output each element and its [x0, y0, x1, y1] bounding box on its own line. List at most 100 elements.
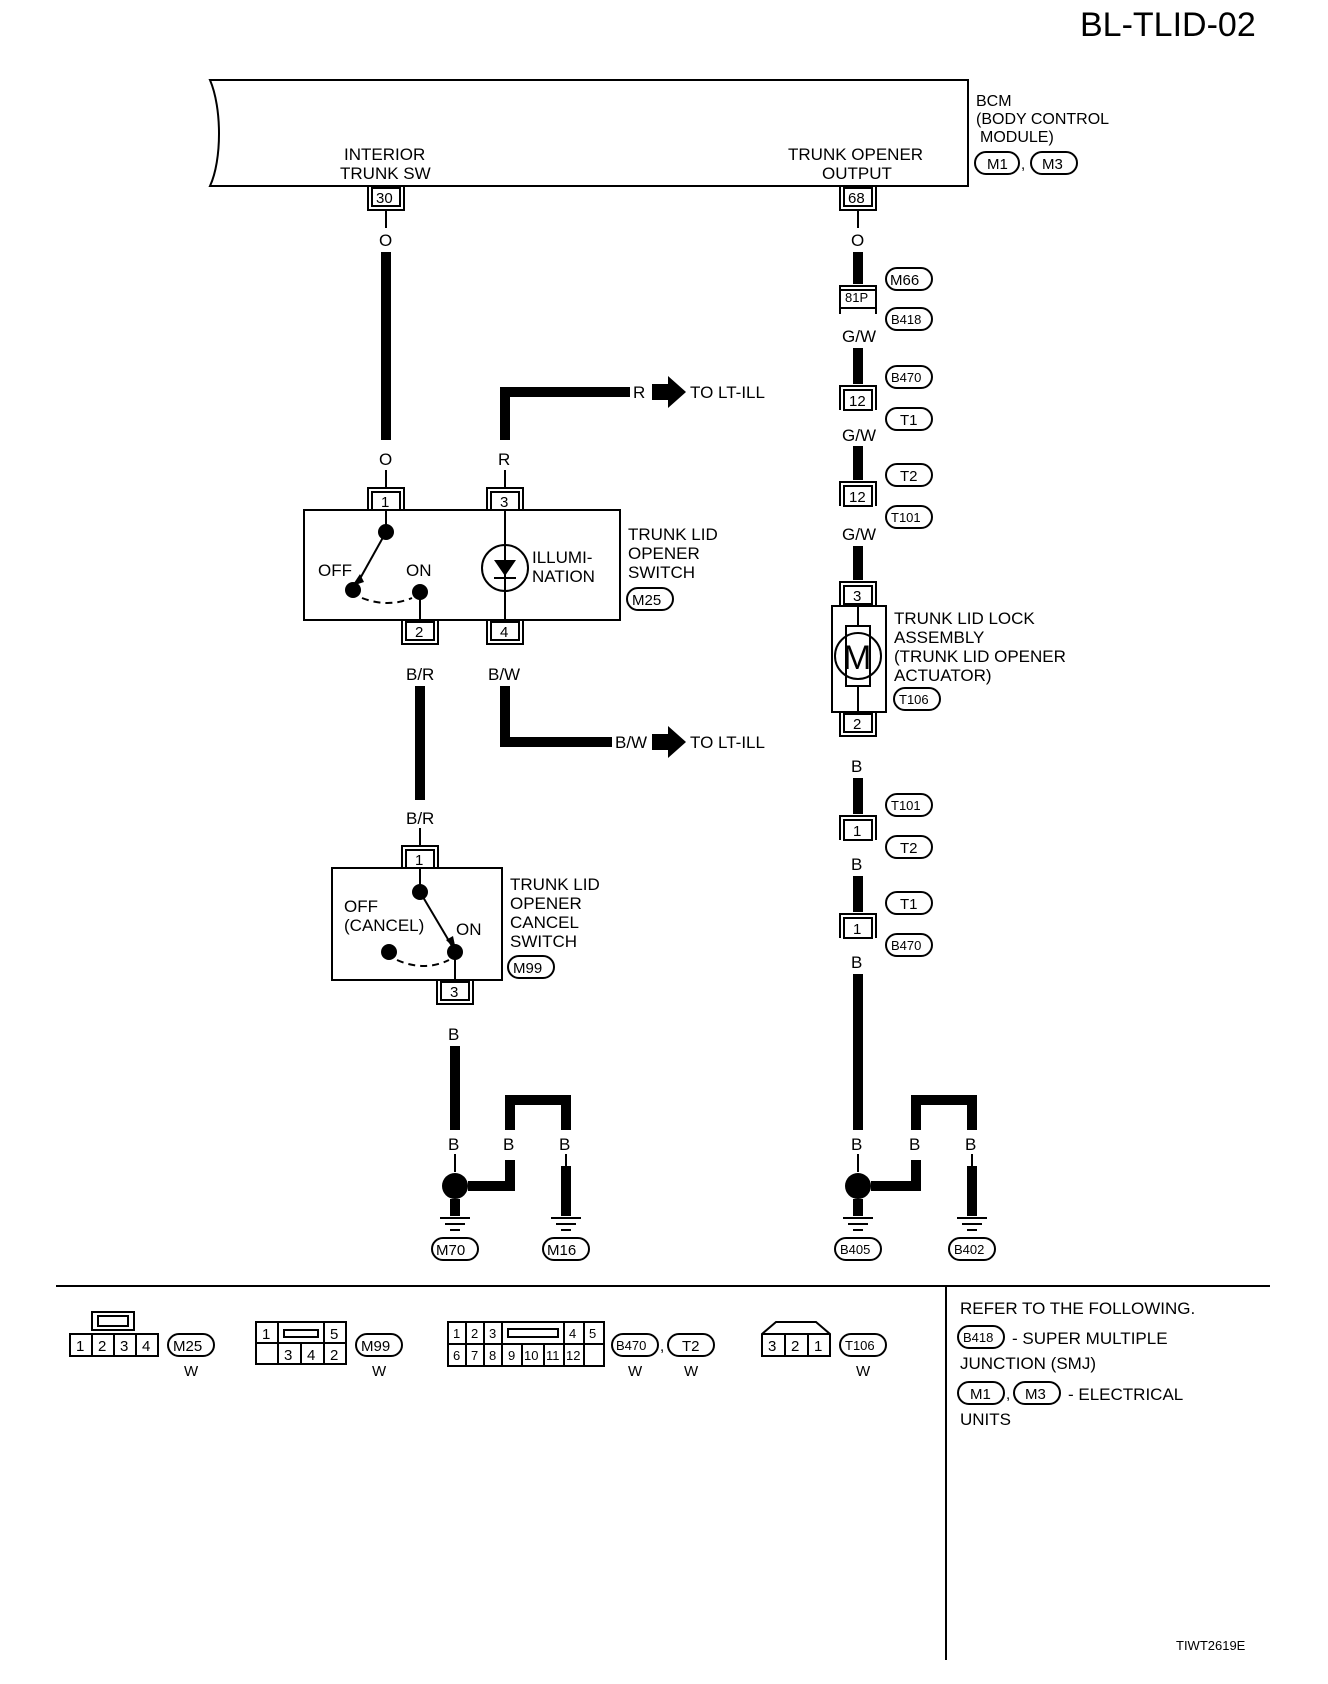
- switch-connector-m25: M25: [632, 592, 661, 609]
- wire-b-right-3: B: [851, 953, 862, 972]
- actuator-name-1: TRUNK LID LOCK: [894, 609, 1035, 628]
- actuator-pin-2: 2: [853, 716, 861, 733]
- svg-text:2: 2: [98, 1338, 106, 1355]
- connector-view-m25-color: W: [184, 1363, 199, 1380]
- figure-code: TIWT2619E: [1176, 1638, 1246, 1653]
- cancel-off-label-2: (CANCEL): [344, 916, 424, 935]
- svg-text:8: 8: [489, 1348, 496, 1363]
- svg-text:11: 11: [546, 1348, 560, 1363]
- bcm-name-3: MODULE): [980, 129, 1054, 146]
- joint-12b-pin: 12: [849, 489, 866, 506]
- actuator-name-4: ACTUATOR): [894, 666, 992, 685]
- svg-text:7: 7: [471, 1348, 478, 1363]
- joint-81p-top: M66: [890, 272, 919, 289]
- svg-text:5: 5: [330, 1326, 338, 1343]
- ground-m70: M70: [436, 1242, 465, 1259]
- joint-12b-top: T2: [900, 468, 918, 485]
- wire-o-right: O: [851, 231, 864, 250]
- switch-off-label: OFF: [318, 561, 352, 580]
- wire-gw-3: G/W: [842, 525, 876, 544]
- ground-symbol-b402: [957, 1217, 987, 1231]
- svg-text:4: 4: [142, 1338, 150, 1355]
- svg-text:1: 1: [76, 1338, 84, 1355]
- connector-view-t2-id: T2: [682, 1338, 700, 1355]
- svg-text:5: 5: [589, 1326, 596, 1341]
- joint-12a-top: B470: [891, 370, 921, 385]
- svg-text:3: 3: [120, 1338, 128, 1355]
- connector-view-t2-color: W: [684, 1363, 699, 1380]
- connector-view-t106-color: W: [856, 1363, 871, 1380]
- bcm-name-1: BCM: [976, 93, 1012, 110]
- connector-view-t106: 3 2 1: [761, 1321, 831, 1357]
- splice-left: [442, 1173, 468, 1199]
- refer-line1-cont: JUNCTION (SMJ): [960, 1354, 1096, 1373]
- bcm-box: [208, 79, 969, 187]
- connector-view-b470-color: W: [628, 1363, 643, 1380]
- joint-12a-bottom: T1: [900, 412, 918, 429]
- connector-view-b470-id: B470: [616, 1338, 646, 1353]
- svg-text:1: 1: [262, 1326, 270, 1343]
- wire-o-top: O: [379, 231, 392, 250]
- bcm-connector-m1: M1: [987, 156, 1008, 173]
- svg-text:10: 10: [524, 1348, 538, 1363]
- illumination-label-2: NATION: [532, 567, 595, 586]
- cancel-on-label: ON: [456, 920, 482, 939]
- ground-b405: B405: [840, 1242, 870, 1257]
- ground-b402: B402: [954, 1242, 984, 1257]
- refer-heading: REFER TO THE FOLLOWING.: [960, 1299, 1195, 1318]
- switch-name-1: TRUNK LID: [628, 525, 718, 544]
- ground-symbol-b405: [843, 1217, 873, 1231]
- svg-text:1: 1: [453, 1326, 460, 1341]
- connector-view-m25-id: M25: [173, 1338, 202, 1355]
- cancel-pin-1: 1: [415, 852, 423, 869]
- connector-view-m99-id: M99: [361, 1338, 390, 1355]
- actuator-name-3: (TRUNK LID OPENER: [894, 647, 1066, 666]
- wire-b-right-2: B: [851, 855, 862, 874]
- connector-view-b470-t2: 1 2 3 4 5 6 7 8 9 10 11 12: [447, 1321, 605, 1367]
- ground-m16: M16: [547, 1242, 576, 1259]
- cancel-name-4: SWITCH: [510, 932, 577, 951]
- actuator-pin-3: 3: [853, 588, 861, 605]
- to-lt-ill-top: TO LT-ILL: [690, 383, 765, 402]
- svg-text:3: 3: [284, 1347, 292, 1364]
- svg-text:2: 2: [791, 1338, 799, 1355]
- joint-1b-bottom: B470: [891, 938, 921, 953]
- trunk-lid-opener-switch: [303, 509, 621, 621]
- switch-pin-1: 1: [381, 494, 389, 511]
- connector-view-m99-color: W: [372, 1363, 387, 1380]
- connector-view-m99: 1 5 3 4 2: [255, 1321, 347, 1365]
- svg-text:12: 12: [566, 1348, 580, 1363]
- illumination-diode: [481, 544, 529, 592]
- switch-name-3: SWITCH: [628, 563, 695, 582]
- svg-text:2: 2: [330, 1347, 338, 1364]
- wire-gw-2: G/W: [842, 426, 876, 445]
- svg-text:,: ,: [660, 1338, 664, 1355]
- arrow-to-lt-ill-bottom: [652, 726, 686, 758]
- refer-line2-cont: UNITS: [960, 1410, 1011, 1429]
- bcm-pin-30: 30: [376, 190, 393, 207]
- svg-text:3: 3: [768, 1338, 776, 1355]
- splice-right: [845, 1173, 871, 1199]
- joint-12a-pin: 12: [849, 393, 866, 410]
- motor-label: M: [843, 639, 871, 677]
- wire-b-right-6: B: [965, 1135, 976, 1154]
- joint-81p-bottom: B418: [891, 312, 921, 327]
- page-title: BL-TLID-02: [1080, 6, 1256, 44]
- wire-b-right-5: B: [909, 1135, 920, 1154]
- svg-text:4: 4: [569, 1326, 576, 1341]
- wire-o-bottom: O: [379, 450, 392, 469]
- wire-b-left-4: B: [559, 1135, 570, 1154]
- joint-1a-top: T101: [891, 798, 921, 813]
- joint-1a-bottom: T2: [900, 840, 918, 857]
- ground-symbol-m16: [551, 1217, 581, 1231]
- cancel-name-1: TRUNK LID: [510, 875, 600, 894]
- joint-1b-top: T1: [900, 896, 918, 913]
- wire-br-bottom: B/R: [406, 809, 434, 828]
- wire-b-left-3: B: [503, 1135, 514, 1154]
- refer-line2-connector-m3: M3: [1025, 1386, 1046, 1403]
- svg-text:,: ,: [1021, 156, 1025, 173]
- ground-symbol-m70: [440, 1217, 470, 1231]
- refer-line1-text: - SUPER MULTIPLE: [1012, 1329, 1168, 1348]
- bcm-terminal-right-label-2: OUTPUT: [822, 164, 892, 183]
